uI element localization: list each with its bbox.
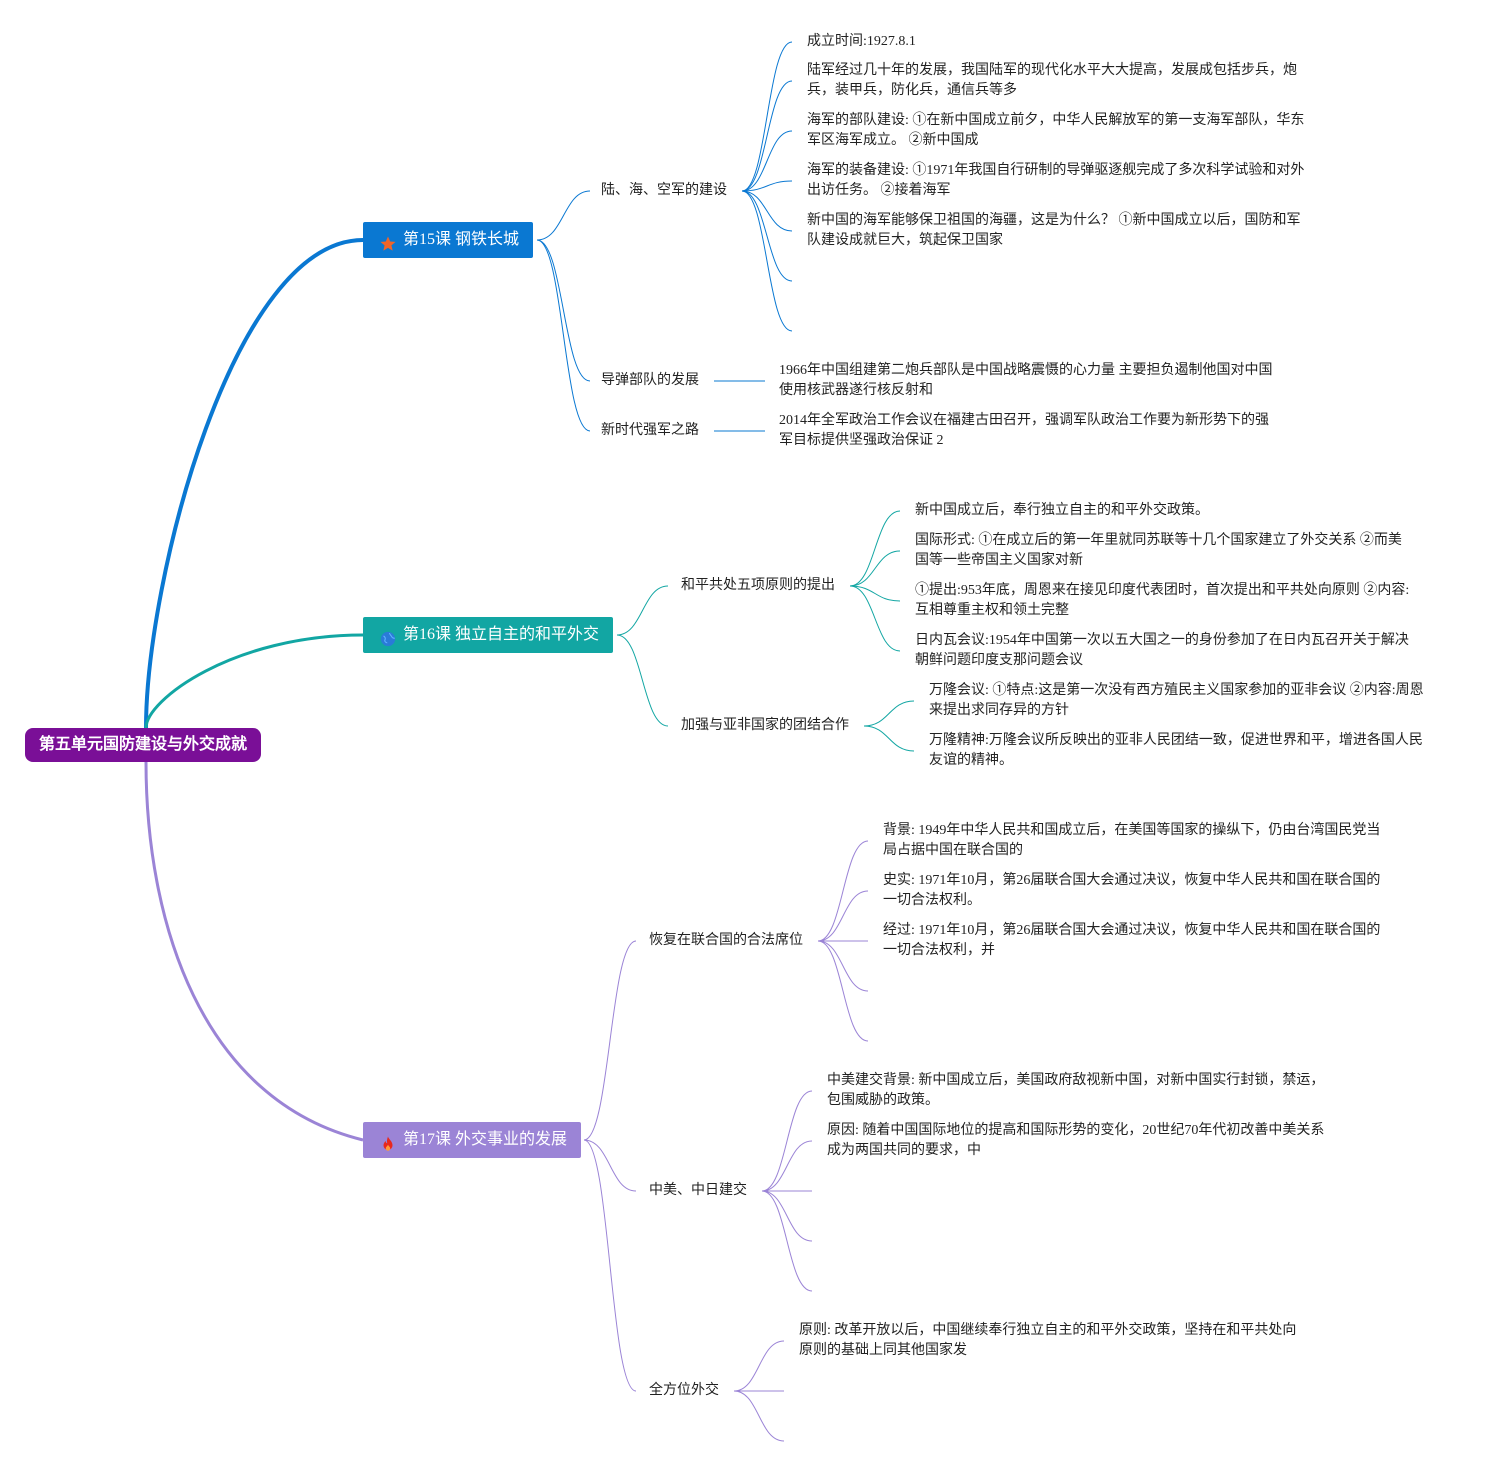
topic-to-leaf-connector: [733, 1340, 785, 1392]
root-node[interactable]: 第五单元国防建设与外交成就: [25, 728, 262, 762]
topic-to-leaf-connector: [817, 840, 869, 942]
topic-to-leaf-connector: [741, 190, 793, 332]
topic-to-leaf-connector: [817, 940, 869, 992]
root-to-lesson-connector: [144, 761, 364, 1142]
leaf-text[interactable]: 新中国成立后，奉行独立自主的和平外交政策。: [915, 503, 1209, 518]
leaf-text[interactable]: 经过: 1971年10月，第26届联合国大会通过决议，恢复中华人民共和国在联合国…: [883, 923, 1381, 958]
lesson-to-topic-connector: [583, 940, 637, 1141]
leaf-text[interactable]: 成立时间:1927.8.1: [807, 34, 916, 49]
star-icon: [379, 231, 397, 251]
leaf-text[interactable]: 背景: 1949年中华人民共和国成立后，在美国等国家的操纵下，仍由台湾国民党当局…: [883, 823, 1381, 858]
topic-un-seat[interactable]: 恢复在联合国的合法席位: [649, 933, 803, 948]
topic-to-leaf-connector: [741, 130, 793, 192]
topic-to-leaf-connector: [761, 1190, 813, 1292]
leaf-text[interactable]: 中美建交背景: 新中国成立后，美国政府敌视新中国，对新中国实行封锁，禁运，包围威…: [827, 1073, 1325, 1108]
root-label: 第五单元国防建设与外交成就: [39, 736, 248, 753]
leaf-text[interactable]: 日内瓦会议:1954年中国第一次以五大国之一的身份参加了在日内瓦召开关于解决朝鲜…: [915, 633, 1409, 668]
lesson-label: 第15课 钢铁长城: [403, 231, 520, 248]
leaf-text[interactable]: 海军的装备建设: ①1971年我国自行研制的导弹驱逐舰完成了多次科学试验和对外出…: [807, 163, 1305, 198]
lesson-15-node[interactable]: 第15课 钢铁长城: [363, 222, 534, 258]
leaf-text[interactable]: 史实: 1971年10月，第26届联合国大会通过决议，恢复中华人民共和国在联合国…: [883, 873, 1381, 908]
leaf-text[interactable]: 海军的部队建设: ①在新中国成立前夕，中华人民解放军的第一支海军部队，华东军区海…: [807, 113, 1305, 148]
lesson-to-topic-connector: [536, 239, 591, 432]
root-to-lesson-connector: [144, 633, 364, 729]
lesson-17-node[interactable]: 第17课 外交事业的发展: [363, 1122, 582, 1158]
leaf-text[interactable]: 2014年全军政治工作会议在福建古田召开，强调军队政治工作要为新形势下的强军目标…: [779, 413, 1269, 448]
leaf-text[interactable]: ①提出:953年底，周恩来在接见印度代表团时，首次提出和平共处向原则 ②内容:互…: [915, 583, 1410, 618]
topic-us-japan-relations[interactable]: 中美、中日建交: [649, 1183, 747, 1198]
topic-to-leaf-connector: [849, 510, 901, 587]
topic-to-leaf-connector: [761, 1190, 813, 1242]
leaf-text[interactable]: 万隆会议: ①特点:这是第一次没有西方殖民主义国家参加的亚非会议 ②内容:周恩来…: [929, 683, 1424, 718]
topic-to-leaf-connector: [741, 190, 793, 232]
leaf-text[interactable]: 1966年中国组建第二炮兵部队是中国战略震慑的心力量 主要担负遏制他国对中国使用…: [779, 363, 1273, 398]
topic-to-leaf-connector: [741, 190, 793, 282]
fire-icon: [379, 1131, 397, 1151]
topic-to-leaf-connector: [863, 725, 915, 752]
leaf-text[interactable]: 新中国的海军能够保卫祖国的海疆，这是为什么？ ①新中国成立以后，国防和军队建设成…: [807, 213, 1301, 248]
topic-missile-force[interactable]: 导弹部队的发展: [601, 373, 699, 388]
globe-icon: [379, 626, 397, 647]
topic-to-leaf-connector: [817, 940, 869, 1042]
leaf-text[interactable]: 万隆精神:万隆会议所反映出的亚非人民团结一致，促进世界和平，增进各国人民友谊的精…: [929, 733, 1423, 768]
lesson-to-topic-connector: [616, 634, 669, 727]
topic-to-leaf-connector: [761, 1140, 813, 1192]
topic-to-leaf-connector: [863, 700, 915, 727]
lesson-label: 第16课 独立自主的和平外交: [403, 626, 600, 643]
topic-to-leaf-connector: [761, 1090, 813, 1192]
topic-omnidirectional-diplomacy[interactable]: 全方位外交: [649, 1383, 719, 1398]
lesson-to-topic-connector: [536, 190, 591, 241]
topic-five-principles[interactable]: 和平共处五项原则的提出: [681, 578, 835, 593]
lesson-to-topic-connector: [616, 585, 669, 636]
topic-to-leaf-connector: [741, 180, 793, 192]
topic-to-leaf-connector: [817, 890, 869, 942]
topic-to-leaf-connector: [849, 585, 901, 602]
lesson-to-topic-connector: [583, 1139, 637, 1392]
topic-to-leaf-connector: [733, 1390, 785, 1442]
topic-army-navy-airforce[interactable]: 陆、海、空军的建设: [601, 183, 727, 198]
leaf-text[interactable]: 原则: 改革开放以后，中国继续奉行独立自主的和平外交政策，坚持在和平共处向原则的…: [799, 1323, 1297, 1358]
leaf-text[interactable]: 原因: 随着中国国际地位的提高和国际形势的变化，20世纪70年代初改善中美关系成…: [827, 1123, 1325, 1158]
topic-to-leaf-connector: [849, 585, 901, 652]
leaf-text[interactable]: 国际形式: ①在成立后的第一年里就同苏联等十几个国家建立了外交关系 ②而美国等一…: [915, 533, 1402, 568]
lesson-16-node[interactable]: 第16课 独立自主的和平外交: [363, 617, 614, 653]
lesson-to-topic-connector: [583, 1139, 637, 1192]
topic-to-leaf-connector: [849, 550, 901, 587]
topic-new-era-army[interactable]: 新时代强军之路: [601, 423, 699, 438]
lesson-label: 第17课 外交事业的发展: [403, 1131, 568, 1148]
topic-to-leaf-connector: [741, 80, 793, 192]
topic-to-leaf-connector: [741, 41, 793, 192]
leaf-text[interactable]: 陆军经过几十年的发展，我国陆军的现代化水平大大提高，发展成包括步兵，炮兵，装甲兵…: [807, 63, 1297, 98]
root-to-lesson-connector: [144, 238, 364, 729]
topic-asia-africa-cooperation[interactable]: 加强与亚非国家的团结合作: [681, 718, 849, 733]
lesson-to-topic-connector: [536, 239, 591, 382]
